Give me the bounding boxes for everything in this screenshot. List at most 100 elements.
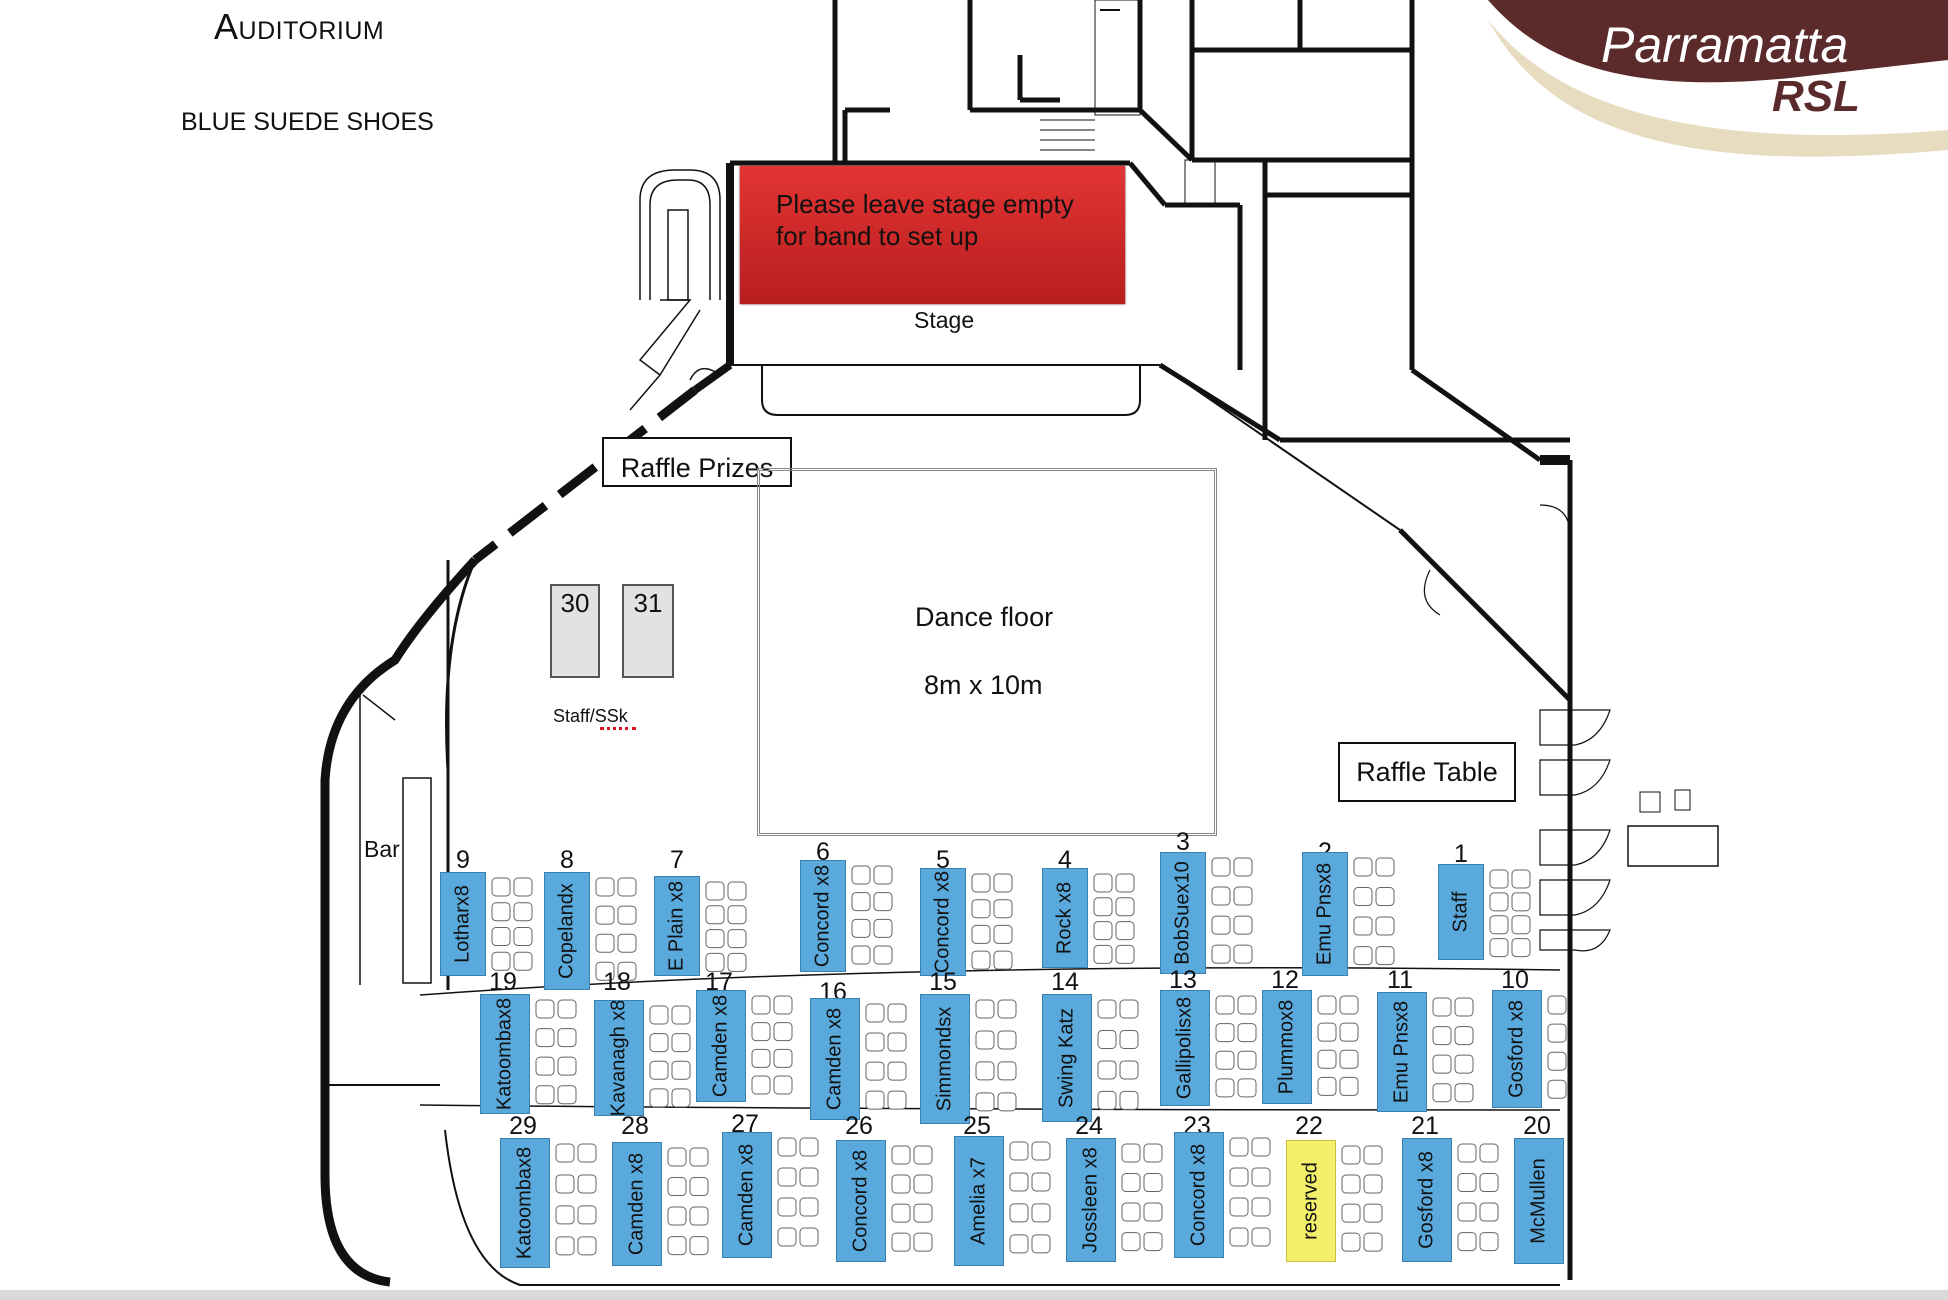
- chair: [491, 927, 511, 947]
- chair: [1143, 1173, 1163, 1193]
- chair: [535, 1056, 555, 1076]
- table-6[interactable]: Concord x8: [800, 860, 846, 972]
- chair: [975, 1092, 995, 1112]
- table-23[interactable]: Concord x8: [1174, 1132, 1224, 1258]
- table-12[interactable]: Plummox8: [1262, 990, 1312, 1104]
- chair: [891, 1174, 911, 1194]
- table-21[interactable]: Gosford x8: [1402, 1138, 1452, 1262]
- chair: [799, 1137, 819, 1157]
- chair: [1097, 1029, 1117, 1049]
- table-16[interactable]: Camden x8: [810, 998, 860, 1120]
- chair: [1432, 1026, 1452, 1046]
- chair: [1093, 921, 1113, 941]
- chair: [799, 1167, 819, 1187]
- table-3[interactable]: BobSuex10: [1160, 852, 1206, 974]
- chair: [1237, 1050, 1257, 1070]
- chair: [971, 924, 991, 944]
- chair: [1251, 1137, 1271, 1157]
- chair: [1457, 1232, 1477, 1252]
- chair: [595, 961, 615, 981]
- table-5[interactable]: Concord x8: [920, 868, 966, 976]
- chair: [751, 1075, 771, 1095]
- table-number: 12: [1271, 966, 1299, 994]
- table-30: 30: [550, 584, 600, 678]
- chair: [751, 1022, 771, 1042]
- chair: [1211, 915, 1231, 935]
- table-24[interactable]: Jossleen x8: [1066, 1138, 1116, 1262]
- chair: [865, 1032, 885, 1052]
- chair: [577, 1143, 597, 1163]
- chair: [649, 1005, 669, 1025]
- chair: [1511, 915, 1531, 935]
- table-number: 1: [1454, 840, 1468, 868]
- table-8[interactable]: Copelandx: [544, 872, 590, 990]
- table-22[interactable]: reserved: [1286, 1140, 1336, 1262]
- chair: [1233, 857, 1253, 877]
- table-label: Camden x8: [823, 1007, 846, 1111]
- table-7[interactable]: E Plain x8: [654, 876, 700, 976]
- table-2[interactable]: Emu Pnsx8: [1302, 852, 1348, 976]
- table-17[interactable]: Camden x8: [696, 990, 746, 1102]
- table-label: Gallipolisx8: [1173, 996, 1196, 1100]
- chair: [1211, 944, 1231, 964]
- chair: [913, 1145, 933, 1165]
- table-10[interactable]: Gosford x8: [1492, 990, 1542, 1108]
- chair: [1143, 1143, 1163, 1163]
- table-label: Katoombax8: [513, 1146, 536, 1260]
- chair: [865, 1003, 885, 1023]
- chair: [617, 877, 637, 897]
- table-27[interactable]: Camden x8: [722, 1132, 772, 1258]
- table-label: Concord x8: [811, 864, 834, 968]
- table-20[interactable]: McMullen: [1514, 1138, 1564, 1264]
- table-18[interactable]: Kavanagh x8: [594, 1000, 644, 1116]
- chair: [727, 952, 747, 972]
- table-label: BobSuex10: [1171, 861, 1194, 965]
- table-number: 24: [1075, 1112, 1103, 1140]
- chair: [887, 1003, 907, 1023]
- table-11[interactable]: Emu Pnsx8: [1377, 992, 1427, 1112]
- table-number: 25: [963, 1112, 991, 1140]
- chair: [1341, 1145, 1361, 1165]
- chair: [975, 1061, 995, 1081]
- chair: [557, 1028, 577, 1048]
- table-26[interactable]: Concord x8: [836, 1140, 886, 1262]
- table-4[interactable]: Rock x8: [1042, 868, 1088, 968]
- table-13[interactable]: Gallipolisx8: [1160, 990, 1210, 1106]
- table-28[interactable]: Camden x8: [612, 1142, 662, 1266]
- chair: [1432, 1054, 1452, 1074]
- chair: [1432, 997, 1452, 1017]
- table-number: 31: [633, 588, 663, 618]
- chair: [1031, 1172, 1051, 1192]
- table-label: Emu Pnsx8: [1390, 1000, 1413, 1104]
- chair: [1097, 999, 1117, 1019]
- dance-floor: [757, 468, 1217, 836]
- table-9[interactable]: Lotharx8: [440, 872, 486, 976]
- table-14[interactable]: Swing Katz: [1042, 994, 1092, 1122]
- chair: [667, 1206, 687, 1226]
- table-1[interactable]: Staff: [1438, 864, 1484, 960]
- table-25[interactable]: Amelia x7: [954, 1136, 1004, 1266]
- chair: [667, 1236, 687, 1256]
- chair: [557, 1056, 577, 1076]
- table-29[interactable]: Katoombax8: [500, 1138, 550, 1268]
- chair: [649, 1060, 669, 1080]
- table-15[interactable]: Simmondsx: [920, 994, 970, 1124]
- table-label: Gosford x8: [1415, 1151, 1438, 1249]
- chair: [1119, 1090, 1139, 1110]
- table-number: 28: [621, 1112, 649, 1140]
- chair: [1489, 938, 1509, 958]
- chair: [891, 1203, 911, 1223]
- table-19[interactable]: Katoombax8: [480, 994, 530, 1114]
- chair: [1511, 869, 1531, 889]
- chair: [1339, 1076, 1359, 1096]
- chair: [997, 999, 1017, 1019]
- chair: [751, 1048, 771, 1068]
- chair: [1317, 1049, 1337, 1069]
- chair: [851, 945, 871, 965]
- horizontal-scrollbar[interactable]: [0, 1290, 1948, 1300]
- table-label: Camden x8: [709, 994, 732, 1098]
- stage-note-box: Please leave stage empty for band to set…: [740, 166, 1125, 304]
- chair: [617, 961, 637, 981]
- chair: [1511, 892, 1531, 912]
- chair: [1121, 1202, 1141, 1222]
